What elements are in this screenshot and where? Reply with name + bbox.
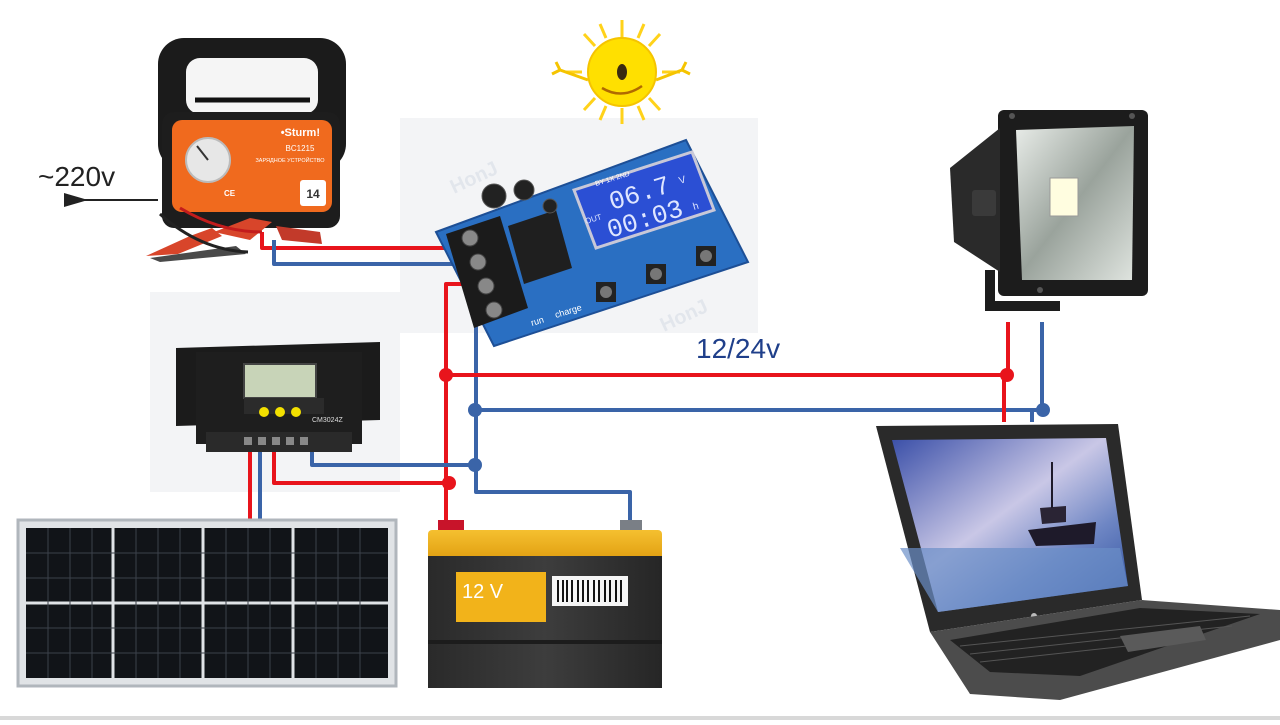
junctions	[439, 368, 1050, 490]
battery-voltage-label: 12 V	[462, 581, 504, 603]
module-buttons	[596, 246, 716, 302]
controller-battery-negative	[310, 450, 476, 467]
mains-voltage-label: ~220v	[38, 161, 115, 192]
system-voltage-label: 12/24v	[696, 333, 780, 364]
module-run-label: run	[530, 315, 545, 328]
charger-positive-wire	[260, 232, 454, 250]
charger-model: BC1215	[286, 144, 315, 153]
bottom-divider	[0, 716, 1280, 720]
charger-ce-mark: CE	[224, 189, 236, 198]
car-battery: 12 V	[428, 520, 662, 688]
charger-brand: •Sturm!	[281, 127, 320, 139]
solar-panel	[16, 518, 398, 688]
sun-icon	[551, 20, 691, 124]
laptop	[876, 424, 1280, 700]
lcd-bottom-unit: h	[692, 201, 701, 213]
controller-battery-positive	[272, 450, 450, 485]
module-negative-drop	[474, 294, 632, 522]
solar-charge-controller: CM3024Z	[176, 342, 380, 452]
battery-charger: •Sturm! BC1215 ЗАРЯДНОЕ УСТРОЙСТВО CE 14	[146, 38, 346, 262]
charger-negative-wire	[272, 240, 462, 266]
module-positive-drop	[444, 282, 462, 528]
charger-badge: 14	[306, 187, 320, 201]
charger-caption: ЗАРЯДНОЕ УСТРОЙСТВО	[255, 156, 325, 164]
charge-control-module: 06.7 V 00:03 h OUT BY 1X 2ND run charge …	[434, 138, 750, 348]
arrow-right-icon	[64, 193, 158, 207]
controller-model: CM3024Z	[312, 417, 343, 424]
lcd-top-unit: V	[678, 174, 688, 187]
led-floodlight	[950, 110, 1148, 311]
